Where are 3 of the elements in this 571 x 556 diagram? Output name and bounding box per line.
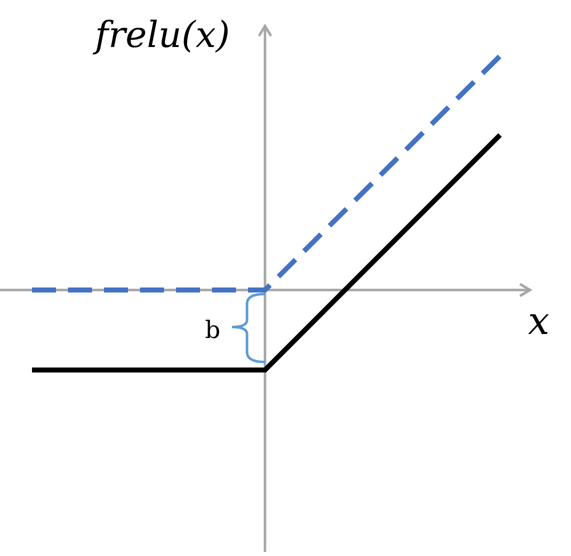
- offset-label: b: [205, 318, 220, 342]
- axis-label: frelu(x): [95, 18, 230, 54]
- axis-label: x: [528, 302, 550, 340]
